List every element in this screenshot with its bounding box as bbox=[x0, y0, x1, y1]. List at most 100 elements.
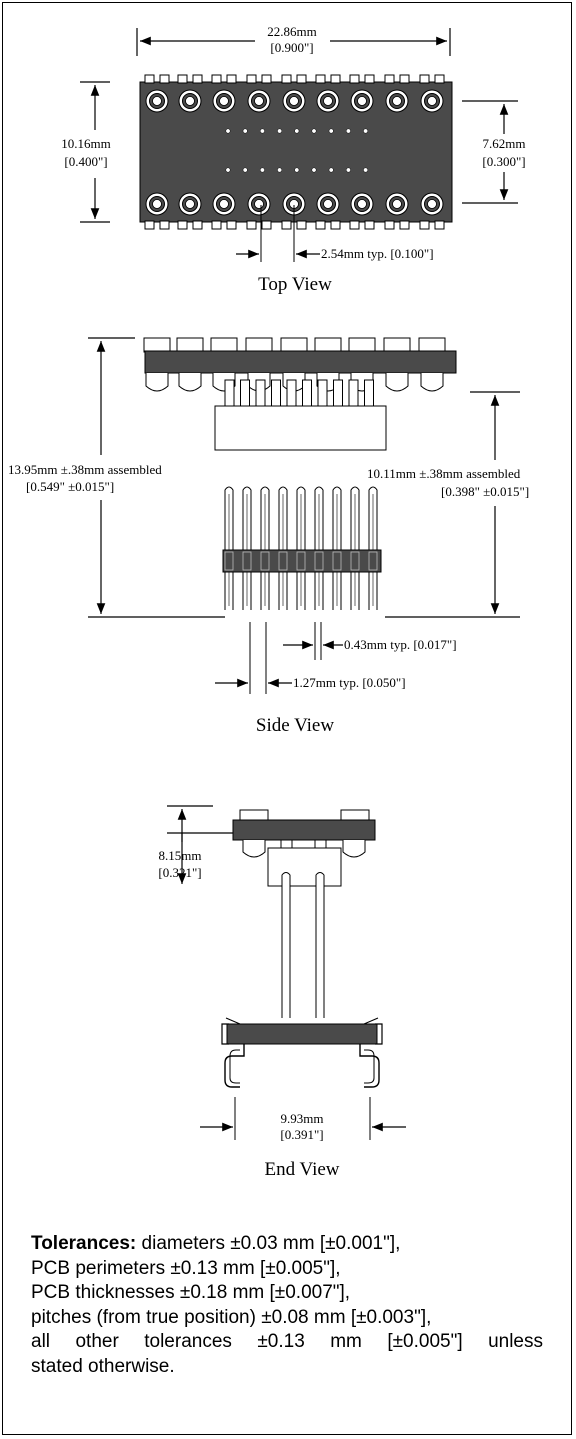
side-strip-pin bbox=[242, 551, 252, 571]
top-edge-pin-top bbox=[211, 74, 222, 84]
top-pad-hole bbox=[254, 96, 264, 106]
side-inner-pin bbox=[348, 379, 359, 409]
side-strip-pin bbox=[332, 551, 342, 571]
top-edge-pins bbox=[144, 74, 445, 230]
top-pin-dot bbox=[363, 167, 369, 173]
top-edge-pin-top bbox=[144, 74, 155, 84]
top-pin-dot bbox=[294, 128, 300, 134]
side-inner-pin bbox=[286, 379, 297, 409]
side-strip-pin bbox=[350, 551, 360, 571]
top-edge-pin-top bbox=[226, 74, 237, 84]
top-width-mm: 22.86mm bbox=[267, 24, 316, 39]
tolerances-pitches: pitches (from true position) ±0.08 mm [±… bbox=[31, 1306, 432, 1328]
top-pin-dot bbox=[328, 128, 334, 134]
side-cap-bottom bbox=[420, 373, 444, 392]
end-clip-left-top bbox=[221, 1023, 229, 1045]
side-cap-top bbox=[314, 337, 342, 353]
top-pad-hole bbox=[152, 96, 162, 106]
end-width-in: [0.391"] bbox=[280, 1127, 323, 1142]
tolerances-line-1: Tolerances: diameters ±0.03 mm [±0.001"]… bbox=[31, 1232, 543, 1257]
tolerances-stated: stated otherwise. bbox=[31, 1355, 175, 1377]
side-cap-top bbox=[418, 337, 446, 353]
top-pad-hole bbox=[392, 199, 402, 209]
top-edge-pin-top bbox=[434, 74, 445, 84]
side-strip-pin bbox=[224, 551, 234, 571]
side-view: 13.95mm ±.38mm assembled [0.549" ±0.015"… bbox=[8, 337, 529, 736]
top-edge-pin-bottom bbox=[261, 220, 272, 230]
end-clip-right-hook-inner bbox=[364, 1049, 375, 1084]
top-pad-hole bbox=[427, 199, 437, 209]
top-pin-dot bbox=[363, 128, 369, 134]
side-inner-pin bbox=[317, 379, 328, 409]
top-edge-pin-bottom bbox=[399, 220, 410, 230]
side-socket-caps-top bbox=[143, 337, 446, 353]
side-cap-bottom bbox=[145, 373, 169, 392]
top-edge-pin-top bbox=[246, 74, 257, 84]
end-clip-right-edge bbox=[363, 1017, 379, 1025]
side-strip-pin bbox=[314, 551, 324, 571]
end-view: 8.15mm [0.321"] 9.93mm [0.391"] End View bbox=[158, 805, 406, 1180]
side-inner-pin bbox=[255, 379, 266, 409]
top-view-pads bbox=[145, 89, 444, 216]
tolerances-heading: Tolerances: bbox=[31, 1233, 137, 1254]
top-pad-hole bbox=[185, 96, 195, 106]
top-pin-dot bbox=[277, 128, 283, 134]
side-view-header-body bbox=[214, 405, 387, 451]
top-edge-pin-top bbox=[349, 74, 360, 84]
tolerances-perimeters: PCB perimeters ±0.13 mm [±0.005"], bbox=[31, 1257, 341, 1279]
end-view-board bbox=[232, 819, 376, 841]
top-pad-hole bbox=[427, 96, 437, 106]
top-pad-hole bbox=[357, 96, 367, 106]
top-pin-dot bbox=[242, 128, 248, 134]
top-edge-pin-top bbox=[315, 74, 326, 84]
top-height-mm: 10.16mm bbox=[61, 136, 110, 151]
end-long-pin-right bbox=[315, 872, 325, 1018]
top-edge-pin-top bbox=[330, 74, 341, 84]
tolerances-note: Tolerances: diameters ±0.03 mm [±0.001"]… bbox=[31, 1232, 543, 1379]
end-height-in: [0.321"] bbox=[158, 865, 201, 880]
end-long-pin-left bbox=[281, 872, 291, 1018]
side-left-dim-mm: 13.95mm ±.38mm assembled bbox=[8, 462, 162, 477]
side-pin-pitch-label: 1.27mm typ. [0.050"] bbox=[293, 675, 406, 690]
top-edge-pin-top bbox=[384, 74, 395, 84]
tolerances-thicknesses: PCB thicknesses ±0.18 mm [±0.007"], bbox=[31, 1282, 351, 1303]
top-pin-dot bbox=[277, 167, 283, 173]
top-pin-dot bbox=[259, 128, 265, 134]
end-view-header-body bbox=[267, 847, 342, 887]
top-pin-dot bbox=[225, 167, 231, 173]
side-inner-pin bbox=[224, 379, 235, 409]
top-edge-pin-bottom bbox=[434, 220, 445, 230]
top-edge-pin-bottom bbox=[419, 220, 430, 230]
tolerances-diameters: diameters ±0.03 mm [±0.001"], bbox=[136, 1233, 401, 1254]
side-strip-pin bbox=[278, 551, 288, 571]
end-pin-strip bbox=[226, 1023, 378, 1045]
top-row-in: [0.300"] bbox=[482, 154, 525, 169]
top-pad-hole bbox=[323, 96, 333, 106]
side-view-title: Side View bbox=[256, 715, 334, 736]
side-cap-top bbox=[210, 337, 238, 353]
top-edge-pin-top bbox=[419, 74, 430, 84]
top-pin-dot bbox=[225, 128, 231, 134]
side-long-pins bbox=[224, 486, 378, 610]
top-pin-dot bbox=[328, 167, 334, 173]
side-left-dim-in: [0.549" ±0.015"] bbox=[26, 479, 114, 494]
top-pad-hole bbox=[254, 199, 264, 209]
side-cap-top bbox=[280, 337, 308, 353]
top-pad-hole bbox=[289, 96, 299, 106]
top-edge-pin-bottom bbox=[211, 220, 222, 230]
side-cap-top bbox=[176, 337, 204, 353]
top-edge-pin-top bbox=[261, 74, 272, 84]
top-edge-pin-top bbox=[399, 74, 410, 84]
side-pin-width-label: 0.43mm typ. [0.017"] bbox=[344, 637, 457, 652]
top-edge-pin-bottom bbox=[159, 220, 170, 230]
top-pad-hole bbox=[323, 199, 333, 209]
side-right-dim-mm: 10.11mm ±.38mm assembled bbox=[367, 466, 521, 481]
side-cap-bottom bbox=[178, 373, 202, 392]
top-edge-pin-bottom bbox=[330, 220, 341, 230]
top-view-pin-dots bbox=[225, 128, 369, 173]
tolerances-other: all other tolerances ±0.13 mm [±0.005"] … bbox=[31, 1331, 543, 1352]
top-edge-pin-bottom bbox=[281, 220, 292, 230]
end-clip-left-hook-inner bbox=[229, 1049, 240, 1084]
end-cap-left-bottom bbox=[242, 840, 266, 858]
side-inner-pin bbox=[364, 379, 374, 409]
